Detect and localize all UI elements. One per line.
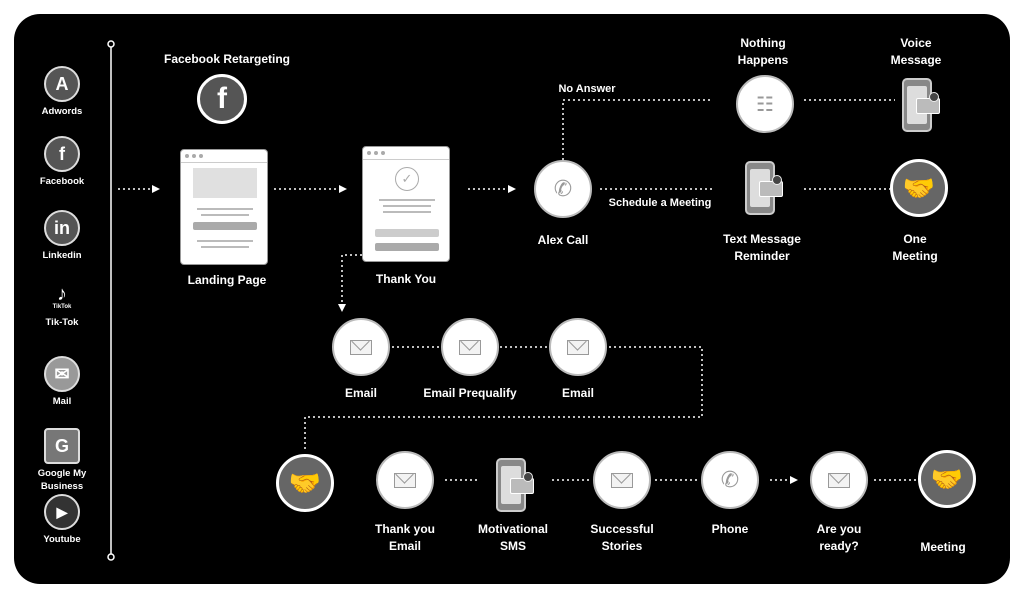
facebook-retargeting-node[interactable]: f [197,74,247,124]
tiktok-logo-text: TikTok [52,304,72,310]
sidebar-item-linkedin[interactable]: in Linkedin [17,210,107,262]
sidebar-item-facebook[interactable]: f Facebook [17,136,107,188]
sidebar-item-label: Youtube [43,534,81,545]
sidebar-item-google-my-business[interactable]: G Google My Business [17,428,107,493]
sidebar-item-adwords[interactable]: A Adwords [17,66,107,118]
are-you-ready-label: Are you ready? [816,522,862,553]
sidebar-item-label: Adwords [41,106,83,117]
sidebar-item-mail[interactable]: ✉ Mail [17,356,107,408]
text-line [379,199,435,201]
email-icon [376,451,434,509]
phone-label: Phone [711,522,749,536]
facebook-icon: f [197,74,247,124]
browser-bar [181,150,267,163]
facebook-retargeting-label: Facebook Retargeting [163,52,291,66]
text-line [383,211,431,213]
linkedin-icon: in [44,210,80,246]
email-label-1: Email [344,386,378,400]
text-message-reminder-label: Text Message Reminder [723,232,801,263]
tiktok-icon: ♪ [57,283,67,305]
voice-message-label: Voice Message [890,36,942,67]
email-icon [593,451,651,509]
email-node-2[interactable] [549,318,607,376]
phone-call-icon: ✆ [701,451,759,509]
email-prequalify-node[interactable] [441,318,499,376]
thank-you-email-node[interactable] [376,451,434,509]
sidebar-item-label: Facebook [39,176,85,187]
nothing-happens-label: Nothing Happens [737,36,789,67]
form-block [193,222,257,230]
successful-stories-label: Successful Stories [590,522,654,553]
motivational-sms-label: Motivational SMS [477,522,549,553]
checkmark-icon: ✓ [395,167,419,191]
text-line [197,240,253,242]
landing-page-mockup[interactable] [180,149,268,265]
thank-you-page-mockup[interactable]: ✓ [362,146,450,262]
meeting-node[interactable]: 🤝 [918,450,976,508]
are-you-ready-node[interactable] [810,451,868,509]
google-my-business-icon: G [44,428,80,464]
text-message-reminder-node[interactable] [745,161,783,215]
text-line [201,214,249,216]
sidebar-item-label: Tik-Tok [45,317,79,328]
handshake-icon: 🤝 [890,159,948,217]
voice-message-phone-icon [902,78,940,132]
nothing-happens-node[interactable]: ☷ [736,75,794,133]
no-answer-label: No Answer [558,83,616,95]
email-label-2: Email [561,386,595,400]
email-node-1[interactable] [332,318,390,376]
email-icon [549,318,607,376]
one-meeting-label: One Meeting [892,232,938,263]
browser-bar [363,147,449,160]
handshake-icon: 🤝 [276,454,334,512]
adwords-icon: A [44,66,80,102]
email-icon [810,451,868,509]
youtube-icon: ▶ [44,494,80,530]
image-placeholder-icon [193,168,257,198]
button-block [375,243,439,251]
sidebar-item-label: Mail [52,396,72,407]
email-prequalify-label: Email Prequalify [423,386,517,400]
text-line [383,205,431,207]
phone-node[interactable]: ✆ [701,451,759,509]
thank-you-label: Thank You [375,272,437,286]
text-line [197,208,253,210]
mail-icon: ✉ [44,356,80,392]
schedule-meeting-label: Schedule a Meeting [608,197,712,209]
sms-phone-icon [745,161,783,215]
phone-call-icon: ✆ [534,160,592,218]
sidebar-item-label: Linkedin [42,250,82,261]
sidebar-item-label: Google My Business [37,468,87,492]
sms-phone-icon [496,458,534,512]
form-block [375,229,439,237]
sidebar-item-youtube[interactable]: ▶ Youtube [17,494,107,546]
voice-message-node[interactable] [902,78,940,132]
successful-stories-node[interactable] [593,451,651,509]
contact-card-icon: ☷ [736,75,794,133]
alex-call-label: Alex Call [537,233,589,247]
landing-page-label: Landing Page [187,273,267,287]
facebook-icon: f [44,136,80,172]
meeting-label: Meeting [920,540,966,554]
handshake-icon: 🤝 [918,450,976,508]
thank-you-email-label: Thank you Email [374,522,436,553]
one-meeting-node[interactable]: 🤝 [890,159,948,217]
handshake-start-node[interactable]: 🤝 [276,454,334,512]
motivational-sms-node[interactable] [496,458,534,512]
alex-call-node[interactable]: ✆ [534,160,592,218]
text-line [201,246,249,248]
email-icon [441,318,499,376]
sidebar-item-tiktok[interactable]: ♪ TikTok Tik-Tok [17,284,107,329]
email-icon [332,318,390,376]
